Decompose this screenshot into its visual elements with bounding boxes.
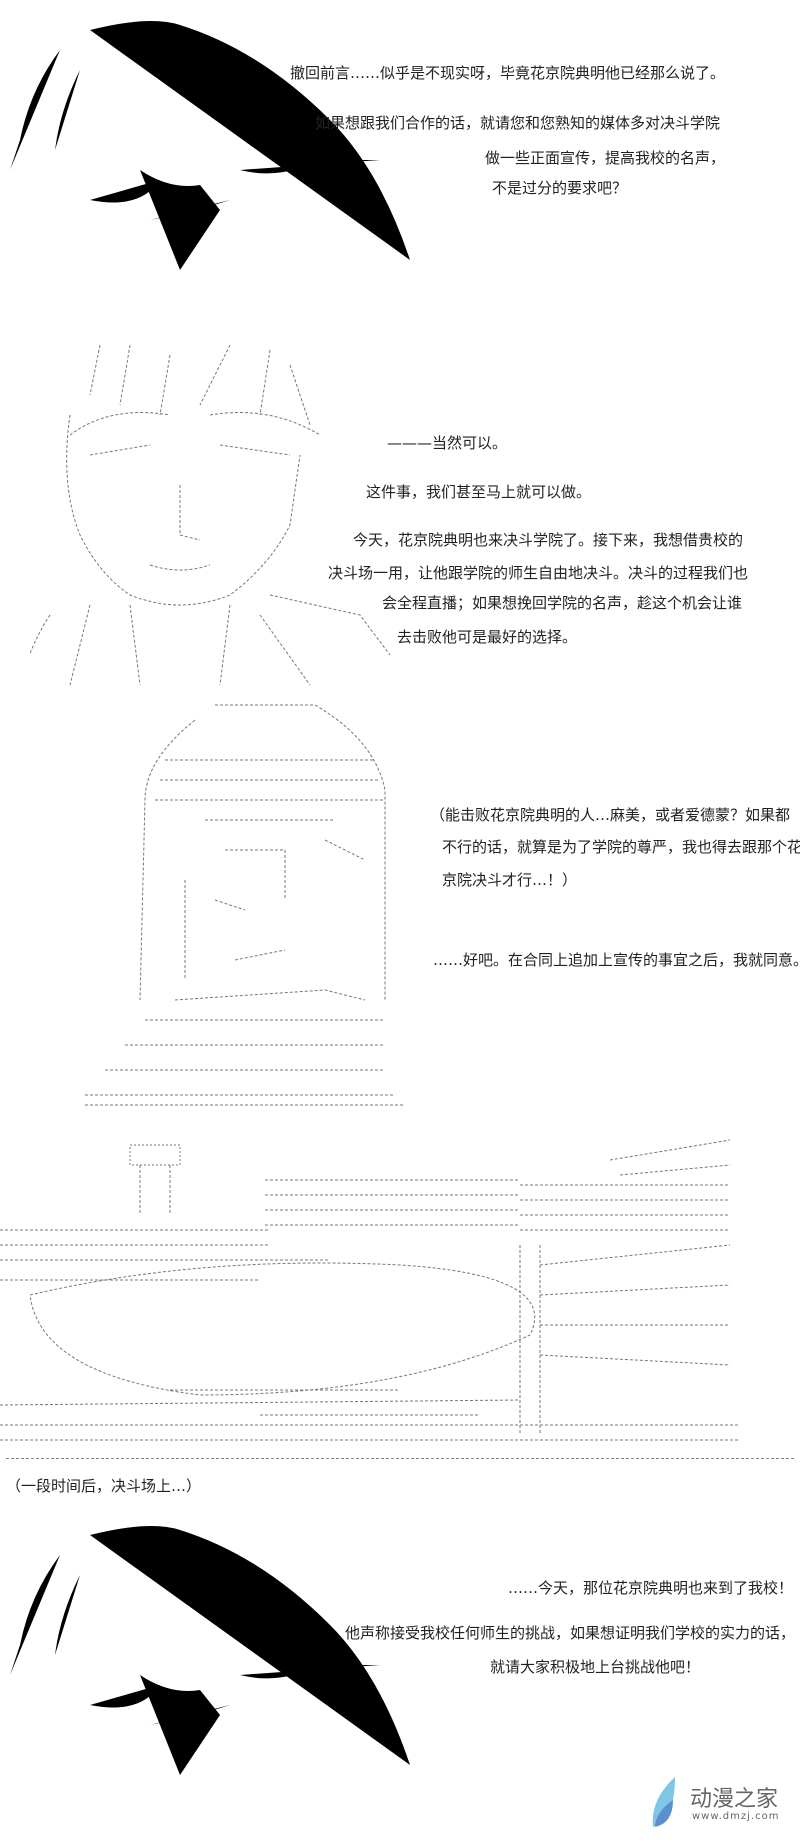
thought-line: 不行的话，就算是为了学院的尊严，我也得去跟那个花 (442, 838, 800, 856)
dialogue-line: 这件事，我们甚至马上就可以做。 (366, 483, 592, 501)
narration-caption: （一段时间后，决斗场上…） (6, 1477, 202, 1495)
dialogue-line: 撤回前言……似乎是不现实呀，毕竟花京院典明他已经那么说了。 (290, 64, 726, 82)
ascii-art-girl (0, 1515, 420, 1815)
thought-line: 京院决斗才行…！） (442, 871, 578, 889)
dialogue-line: 决斗场一用，让他跟学院的师生自由地决斗。决斗的过程我们也 (328, 564, 749, 582)
panel-divider (6, 1458, 794, 1459)
dialogue-line: 就请大家积极地上台挑战他吧！ (490, 1658, 701, 1676)
dialogue-line: 今天，花京院典明也来决斗学院了。接下来，我想借贵校的 (353, 531, 744, 549)
ascii-art-arena (0, 1139, 740, 1441)
dialogue-line: 如果想跟我们合作的话，就请您和您熟知的媒体多对决斗学院 (315, 114, 721, 132)
watermark-logo: 动漫之家 www.dmzj.com (645, 1775, 795, 1835)
thought-line: （能击败花京院典明的人…麻美，或者爱德蒙？如果都 (430, 806, 791, 824)
dialogue-line: 会全程直播；如果想挽回学院的名声，趁这个机会让谁 (382, 594, 743, 612)
dialogue-line: 去击败他可是最好的选择。 (397, 628, 578, 646)
ascii-art-woman (85, 704, 405, 1106)
dialogue-line: ……好吧。在合同上追加上宣传的事宜之后，我就同意。 (433, 951, 800, 969)
watermark-name: 动漫之家 (690, 1787, 779, 1812)
ascii-art-man (30, 344, 391, 685)
dialogue-line: 不是过分的要求吧？ (492, 179, 628, 197)
dialogue-line: 他声称接受我校任何师生的挑战，如果想证明我们学校的实力的话， (345, 1624, 796, 1642)
dialogue-line: 做一些正面宣传，提高我校的名声， (485, 149, 726, 167)
feather-icon (652, 1777, 675, 1827)
ascii-art-girl (0, 10, 420, 310)
dialogue-line: ———当然可以。 (387, 434, 508, 452)
dialogue-line: ……今天，那位花京院典明也来到了我校！ (508, 1579, 794, 1597)
watermark-url: www.dmzj.com (692, 1811, 780, 1822)
